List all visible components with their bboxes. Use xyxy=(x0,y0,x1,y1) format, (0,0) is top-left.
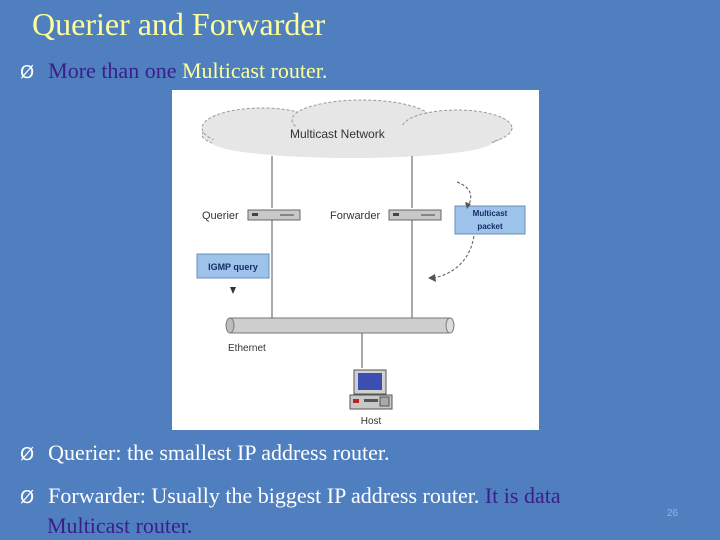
igmp-query-label: IGMP query xyxy=(208,262,258,272)
ethernet-bus xyxy=(225,317,455,334)
bullet-text-continued: Multicast router. xyxy=(47,513,193,538)
querier-label: Querier xyxy=(202,210,239,222)
igmp-query-box xyxy=(196,253,270,279)
forwarder-router-icon xyxy=(388,209,442,221)
bullet-text: Forwarder: Usually the biggest IP addres… xyxy=(48,483,480,508)
bullet-arrow-icon: Ø xyxy=(20,444,35,465)
multicast-packet-label-2: packet xyxy=(477,222,503,231)
forwarder-label: Forwarder xyxy=(330,210,380,222)
curved-arrow-in xyxy=(456,181,472,207)
page-number: 26 xyxy=(666,508,678,519)
bullet-arrow-icon: Ø xyxy=(20,487,35,508)
multicast-packet-box xyxy=(454,205,526,235)
host-computer-icon xyxy=(349,369,393,410)
bullet-text-highlight: More than one xyxy=(48,58,177,83)
slide-title: Querier and Forwarder xyxy=(32,6,326,42)
down-arrow-icon xyxy=(230,287,236,294)
bullet-more-routers: Ø More than one Multicast router. xyxy=(20,58,327,84)
bullet-forwarder: Ø Forwarder: Usually the biggest IP addre… xyxy=(20,482,670,540)
bullet-text: Multicast router. xyxy=(176,58,328,83)
multicast-packet-label-1: Multicast xyxy=(473,209,508,218)
querier-forwarder-diagram: Multicast Network Querier Forwarder Mult… xyxy=(172,90,539,430)
bullet-arrow-icon: Ø xyxy=(20,62,35,83)
curved-arrow-out xyxy=(433,235,475,279)
cloud-label: Multicast Network xyxy=(290,127,386,141)
querier-router-icon xyxy=(247,209,301,221)
bullet-querier: Ø Querier: the smallest IP address router… xyxy=(20,440,389,466)
host-label: Host xyxy=(361,416,382,427)
ethernet-label: Ethernet xyxy=(228,343,266,354)
bullet-text-highlight: It is data xyxy=(479,483,561,508)
multicast-network-cloud xyxy=(201,99,513,158)
bullet-text: Querier: the smallest IP address router. xyxy=(48,440,390,465)
